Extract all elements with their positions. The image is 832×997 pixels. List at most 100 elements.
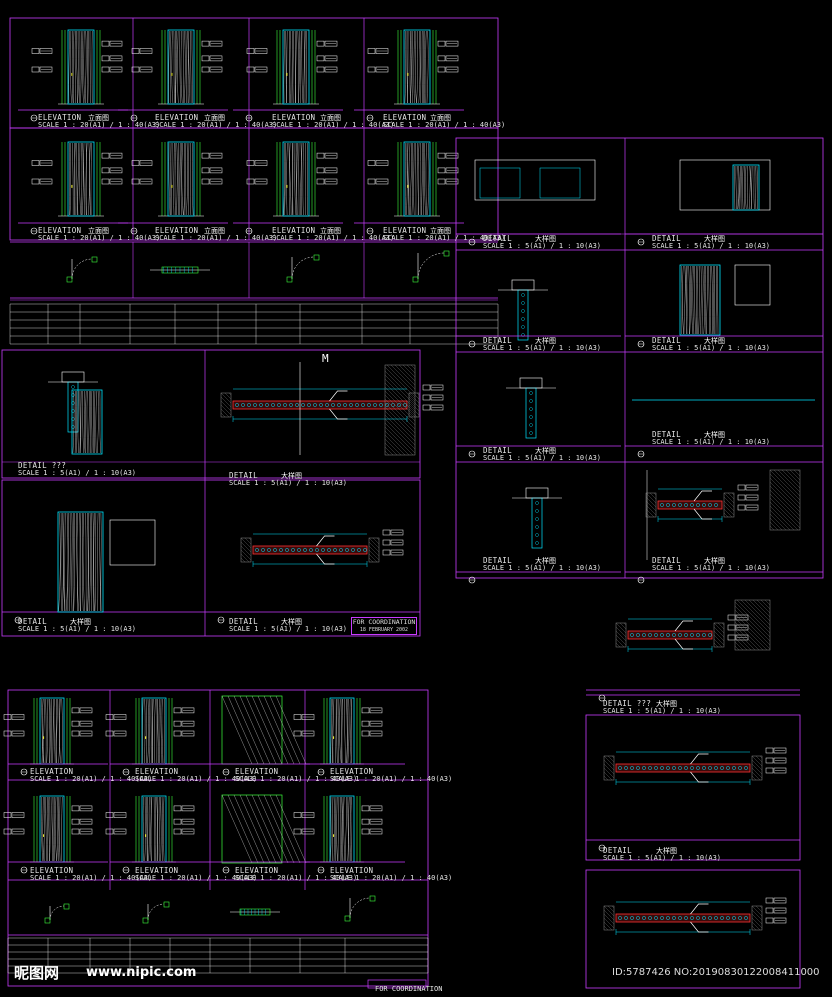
wood-grain-line [84,143,85,215]
wall-hatch-line [369,546,379,556]
reference-tag [72,721,79,726]
reference-tag [72,829,79,834]
wall-hatch-line [732,493,734,495]
reference-tag [202,67,209,72]
frame-profile-head [512,280,534,290]
wall-hatch-line [369,542,379,552]
wall-hatch-line [369,554,377,562]
reference-tag [438,67,445,72]
wood-grain-line [70,31,71,103]
wood-grain-line [184,31,185,103]
wall-hatch-line [385,375,415,405]
wood-grain-line [424,143,425,215]
frame-core-symbol [522,318,525,321]
detail-scale: SCALE 1 : 5(A1) / 1 : 10(A3) [603,707,721,715]
wood-grain-line [180,31,181,103]
wood-grain-line [738,166,739,209]
wood-grain-line [55,797,57,861]
wood-grain-line [684,266,685,334]
detail-scale: SCALE 1 : 5(A1) / 1 : 10(A3) [483,454,601,462]
reference-tag [766,918,773,923]
wall-hatch-line [770,514,786,530]
door-leaf-outline [142,698,166,764]
elevation-scale: SCALE 1 : 20(A1) / 1 : 40(A3) [30,775,152,783]
reference-tag [423,405,430,410]
wood-grain-line [147,699,148,763]
reference-tag [438,153,445,158]
frame-core-symbol [536,526,539,529]
wood-grain-line [169,143,170,215]
wood-grain-line [174,143,175,215]
wood-grain-line [69,31,70,103]
wood-grain-line [145,797,146,861]
door-jamb-block [45,918,50,923]
wall-hatch-line [409,405,419,415]
wood-grain-line [692,266,693,334]
glass-hatch-line [234,795,264,863]
wood-grain-line [73,513,74,611]
wood-grain-line [351,797,352,861]
reference-tag [202,179,209,184]
wood-grain-line [159,699,160,763]
frame-core-symbol [530,408,533,411]
wall-hatch-line [385,415,415,445]
frame-core-symbol [72,386,75,389]
wood-grain-line [177,31,178,103]
reference-tag [102,179,109,184]
wood-grain-line [717,266,718,334]
wall-hatch-line [385,371,415,401]
wood-grain-line [155,797,156,861]
wall-hatch-line [724,513,728,517]
elevation-cn: 立面图 [320,113,341,123]
wood-grain-line [412,143,413,215]
wall-hatch-line [714,623,724,633]
detail-scale: SCALE 1 : 5(A1) / 1 : 10(A3) [652,344,770,352]
wall-hatch-line [385,367,415,397]
wall-hatch-line [724,501,734,511]
wood-grain-line [53,699,54,763]
wood-grain-line [348,797,349,861]
detail-scale: SCALE 1 : 5(A1) / 1 : 10(A3) [229,479,347,487]
elevation-cn: 立面图 [88,226,109,236]
door-handle-line [330,409,348,419]
reference-tag [728,635,735,640]
wall-hatch-line [790,470,800,480]
wood-grain-line [77,143,78,215]
elevation-cn: 立面图 [204,113,225,123]
reference-tag [317,41,324,46]
wood-grain-line [170,143,171,215]
wood-grain-line [100,391,101,453]
detail-scale: SCALE 1 : 5(A1) / 1 : 10(A3) [603,854,721,862]
door-leaf-section [658,501,722,509]
wall-hatch-line [749,600,770,621]
door-handle-line [691,904,709,914]
wall-hatch-line [604,772,612,780]
wood-grain-line [43,699,44,763]
reference-tag [102,153,109,158]
wood-grain-line [161,797,162,861]
wood-grain-line [420,31,421,103]
wall-hatch-line [616,623,626,633]
wall-hatch-line [760,906,762,908]
wood-grain-line [72,31,73,103]
reference-tag [362,806,369,811]
reference-tag [766,768,773,773]
glass-hatch-line [264,795,294,863]
wood-grain-line [169,31,170,103]
reference-tag [294,829,301,834]
wood-grain-line [81,391,82,453]
wall-hatch-line [752,906,762,916]
wall-hatch-line [385,395,415,425]
wood-grain-line [705,266,706,334]
wall-hatch-line [221,409,229,417]
wall-hatch-line [241,546,251,556]
reference-tag [32,161,39,166]
wall-hatch-line [770,490,800,520]
wall-hatch-line [604,914,614,924]
wood-grain-line [754,166,755,209]
coordination-stamp: FOR COORDINATION 18 FEBRUARY 2002 [351,617,417,635]
wall-hatch-line [604,776,608,780]
wood-grain-line [159,797,160,861]
wood-grain-line [702,266,703,334]
wood-grain-line [747,166,748,209]
